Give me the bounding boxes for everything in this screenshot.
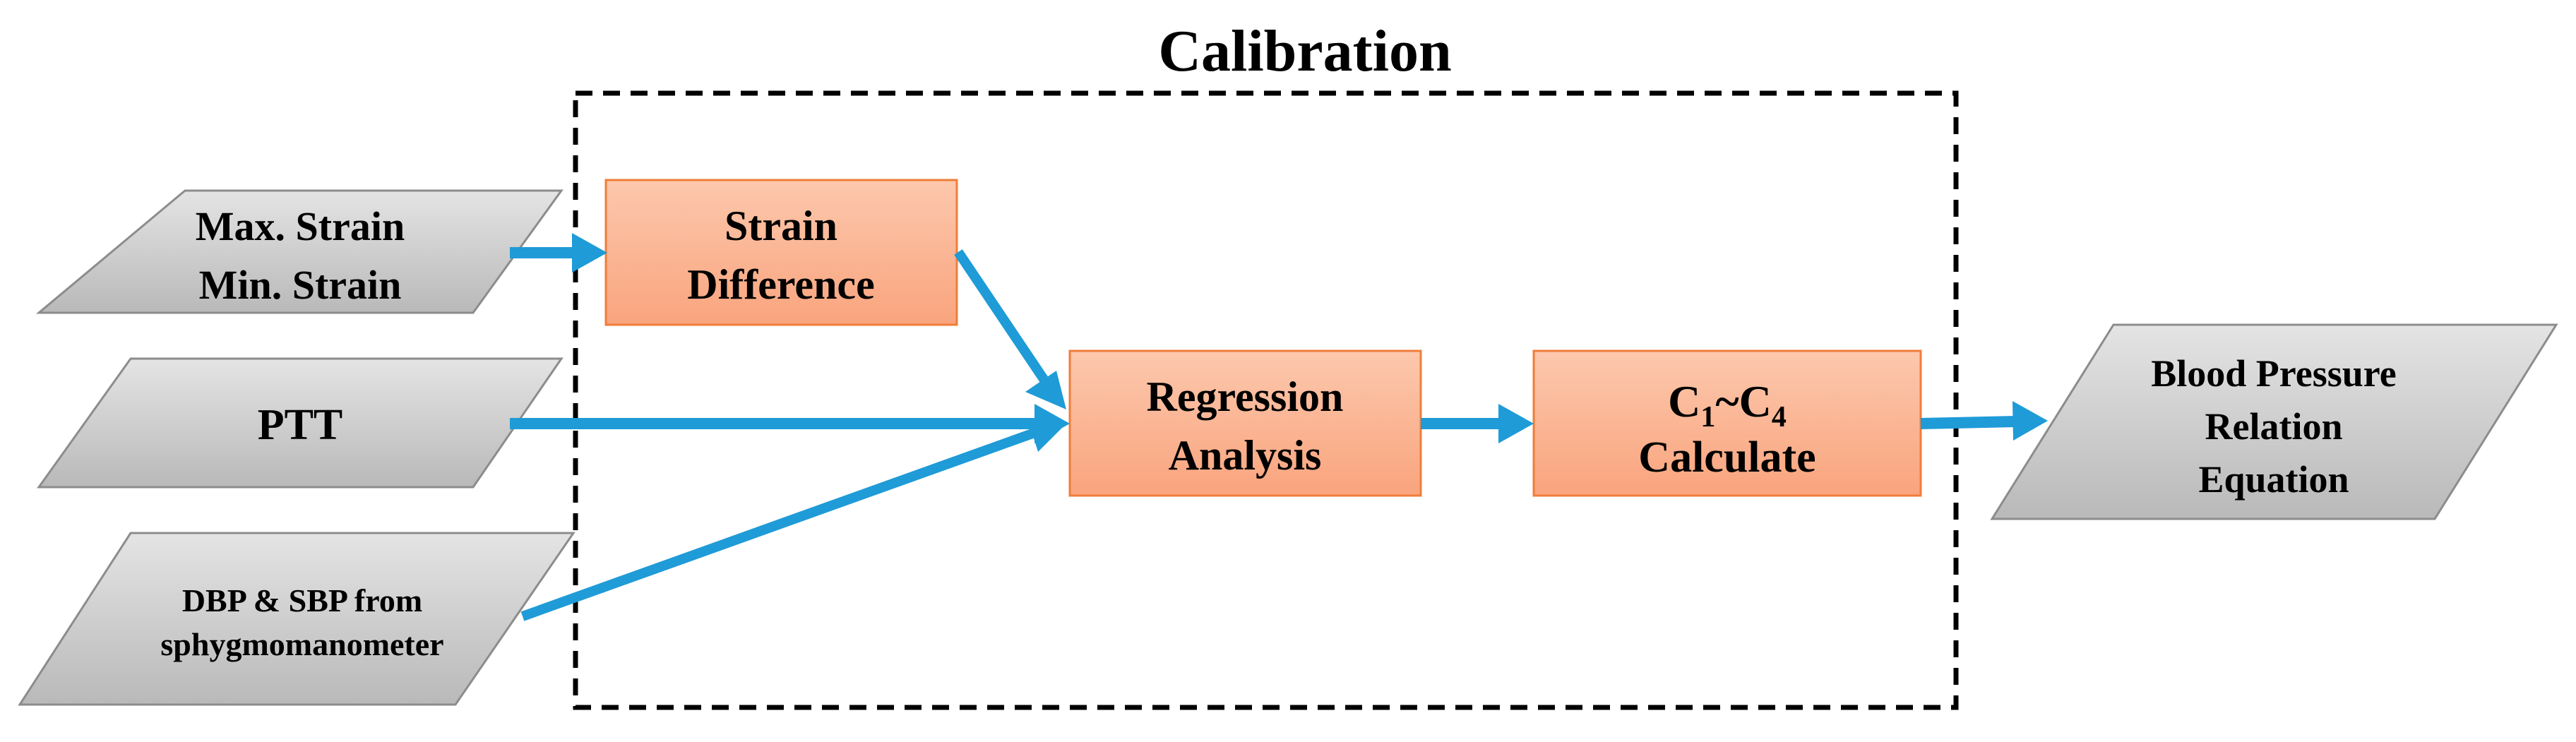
strain-difference-line1: Strain [724, 203, 837, 249]
arrow-head-strain-to-difference [572, 233, 607, 273]
svg-text:Calculate: Calculate [1638, 433, 1815, 481]
output-bp-equation-parallelogram: Blood Pressure Relation Equation [1990, 323, 2558, 520]
output-line2: Relation [2205, 405, 2343, 448]
svg-text:Min. Strain: Min. Strain [199, 262, 402, 308]
regression-line2: Analysis [1169, 432, 1322, 479]
arrow-difference-to-regression [954, 249, 1049, 384]
arrow-head-regression-to-calculate [1498, 404, 1534, 443]
svg-text:Regression: Regression [1147, 373, 1344, 420]
process-regression-box: Regression Analysis [1068, 349, 1422, 497]
flow-arrows [510, 233, 2048, 621]
svg-text:Equation: Equation [2198, 458, 2349, 501]
arrow-head-calculate-to-output [2012, 401, 2048, 441]
input-bp-line2: sphygmomanometer [160, 626, 443, 662]
arrow-bp-to-regression [520, 428, 1037, 621]
input-strain-max-label: Max. Strain [196, 203, 405, 249]
input-ptt-label: PTT [258, 401, 343, 449]
input-strain-parallelogram: Max. Strain Min. Strain [35, 189, 564, 314]
svg-text:Blood Pressure: Blood Pressure [2151, 352, 2397, 395]
arrow-calculate-to-output [1920, 416, 2017, 429]
calibration-frame [573, 90, 1959, 710]
svg-text:Difference: Difference [687, 261, 874, 308]
strain-difference-line2: Difference [687, 261, 874, 308]
input-ptt-parallelogram: PTT [37, 357, 564, 489]
svg-text:Max. Strain: Max. Strain [196, 203, 405, 249]
input-strain-min-label: Min. Strain [199, 262, 402, 308]
regression-line1: Regression [1147, 373, 1344, 420]
input-bp-line1: DBP & SBP from [182, 582, 422, 618]
calibration-title: Calibration [1158, 18, 1451, 84]
process-strain-difference-box: Strain Difference [604, 179, 958, 326]
svg-text:Relation: Relation [2205, 405, 2343, 448]
output-line1: Blood Pressure [2151, 352, 2397, 395]
svg-text:Analysis: Analysis [1169, 432, 1322, 479]
arrow-head-bp-to-regression [1027, 418, 1068, 452]
c1-c4-label: C1~C4 [1668, 376, 1787, 433]
svg-text:Strain: Strain [724, 203, 837, 249]
calculate-line2: Calculate [1638, 433, 1815, 481]
svg-text:sphygmomanometer: sphygmomanometer [160, 626, 443, 662]
output-line3: Equation [2198, 458, 2349, 501]
process-calculate-box: C1~C4 Calculate [1532, 349, 1922, 497]
svg-text:DBP & SBP from: DBP & SBP from [182, 582, 422, 618]
input-bp-parallelogram: DBP & SBP from sphygmomanometer [18, 532, 576, 706]
arrow-head-difference-to-regression [1025, 371, 1066, 409]
